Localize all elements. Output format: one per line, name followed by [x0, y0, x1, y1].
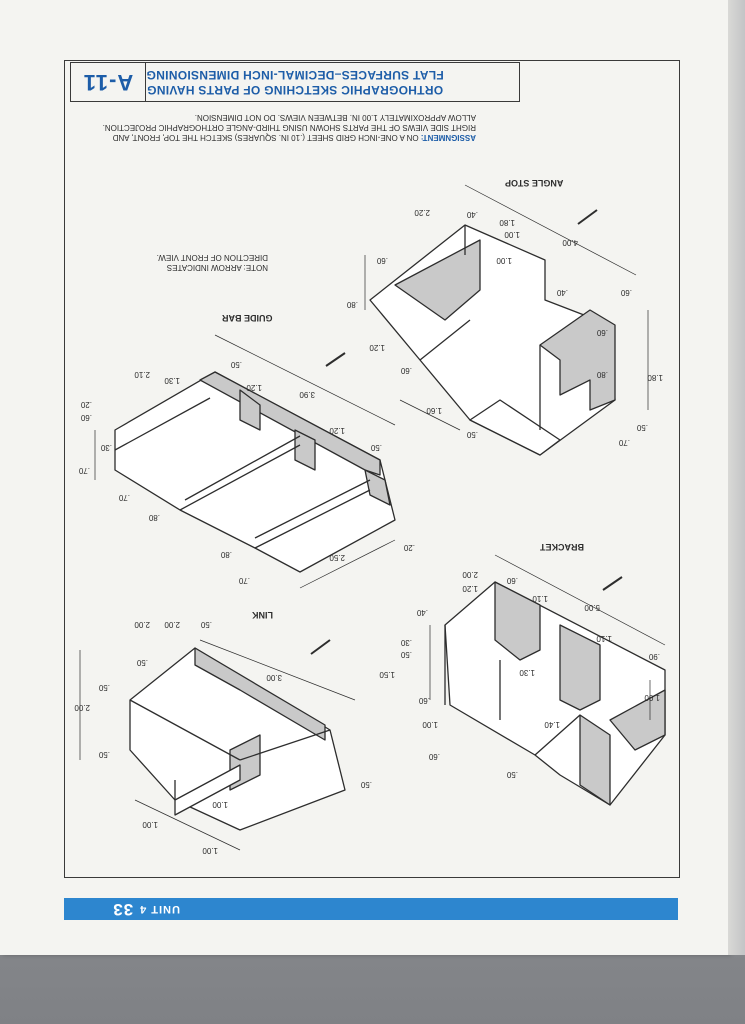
dim-angle-stop-16: .50	[636, 423, 648, 432]
dim-angle-stop-14: 1.60	[426, 406, 442, 415]
direction-arrows	[310, 209, 623, 655]
drawing-sheet-frame	[64, 60, 680, 878]
dim-guide-bar-9: 1.20	[329, 426, 345, 435]
dim-angle-stop-7: .40	[556, 288, 568, 297]
dim-guide-bar-6: .60	[80, 413, 92, 422]
dim-link-8: .50	[360, 780, 372, 789]
dim-link-1: .50	[200, 620, 212, 629]
dim-guide-bar-4: 3.90	[299, 390, 315, 399]
footer-unit-page: UNIT 4 33	[70, 898, 180, 920]
dim-link-0: 2.00	[164, 620, 180, 629]
angle-stop-drawing	[369, 224, 616, 456]
dim-bracket-9: 1.30	[519, 668, 535, 677]
link-drawing	[129, 647, 346, 831]
dim-bracket-4: .40	[416, 608, 428, 617]
dim-guide-bar-2: .50	[230, 360, 242, 369]
dim-bracket-0: 2.00	[462, 570, 478, 579]
dim-link-7: .50	[98, 750, 110, 759]
dim-angle-stop-4: 4.00	[562, 238, 578, 247]
dim-bracket-2: .60	[506, 576, 518, 585]
dim-guide-bar-1: 1.30	[164, 376, 180, 385]
dim-link-11: 1.00	[202, 846, 218, 855]
dim-bracket-7: .30	[400, 638, 412, 647]
dim-angle-stop-5: 1.00	[496, 256, 512, 265]
dim-link-5: .50	[98, 683, 110, 692]
dim-link-6: 2.00	[74, 703, 90, 712]
dim-bracket-8: .50	[400, 650, 412, 659]
dim-bracket-6: 1.10	[596, 634, 612, 643]
dim-bracket-16: .50	[506, 770, 518, 779]
dim-guide-bar-3: 1.20	[246, 383, 262, 392]
dim-bracket-17: .90	[648, 652, 660, 661]
dim-guide-bar-8: .50	[370, 443, 382, 452]
dim-link-10: 1.00	[142, 820, 158, 829]
dim-guide-bar-5: .20	[80, 400, 92, 409]
dim-bracket-12: 1.00	[422, 720, 438, 729]
dim-angle-stop-12: .60	[400, 366, 412, 375]
dim-guide-bar-0: 2.10	[134, 370, 150, 379]
dim-guide-bar-12: .80	[148, 513, 160, 522]
dim-guide-bar-15: .20	[403, 543, 415, 552]
dim-angle-stop-13: 1.80	[647, 373, 663, 382]
dim-bracket-3: 1.10	[532, 594, 548, 603]
dim-angle-stop-1: .40	[466, 210, 478, 219]
dim-guide-bar-10: .70	[78, 466, 90, 475]
footer-unit: UNIT 4	[139, 903, 180, 915]
dim-angle-stop-3: 1.00	[504, 230, 520, 239]
dim-bracket-15: 1.00	[644, 693, 660, 702]
dim-angle-stop-11: .80	[346, 300, 358, 309]
dim-angle-stop-10: .60	[596, 328, 608, 337]
bracket-drawing	[444, 581, 666, 806]
dim-angle-stop-18: .80	[596, 370, 608, 379]
dim-link-3: 3.00	[266, 673, 282, 682]
footer-bar	[64, 898, 678, 920]
dim-angle-stop-8: .60	[620, 288, 632, 297]
dim-bracket-11: .60	[418, 696, 430, 705]
dim-bracket-1: 1.20	[462, 584, 478, 593]
dim-angle-stop-6: .60	[376, 256, 388, 265]
dim-guide-bar-7: .30	[100, 443, 112, 452]
dim-angle-stop-0: 2.20	[414, 208, 430, 217]
dim-angle-stop-2: 1.80	[499, 218, 515, 227]
dim-link-4: .50	[136, 658, 148, 667]
dimension-texts: 2.20 .40 1.80 1.00 4.00 1.00 .60 .40 .60…	[74, 208, 663, 855]
dim-link-9: 1.00	[212, 800, 228, 809]
dim-angle-stop-17: .70	[618, 438, 630, 447]
dim-angle-stop-15: .50	[466, 430, 478, 439]
dimension-lines	[79, 184, 666, 851]
dim-bracket-14: 1.40	[544, 720, 560, 729]
footer-page-number: 33	[112, 900, 134, 919]
dim-guide-bar-16: .70	[238, 576, 250, 585]
dim-guide-bar-13: .80	[220, 550, 232, 559]
dim-bracket-5: 5.00	[584, 603, 600, 612]
dim-bracket-13: .60	[428, 752, 440, 761]
dim-link-2: 2.00	[134, 620, 150, 629]
guide-bar-drawing	[114, 371, 396, 573]
page-edge	[728, 0, 745, 955]
dim-bracket-10: 1.50	[379, 670, 395, 679]
dim-guide-bar-11: .70	[118, 493, 130, 502]
dim-angle-stop-9: 1.20	[369, 343, 385, 352]
dim-guide-bar-14: 2.50	[329, 553, 345, 562]
